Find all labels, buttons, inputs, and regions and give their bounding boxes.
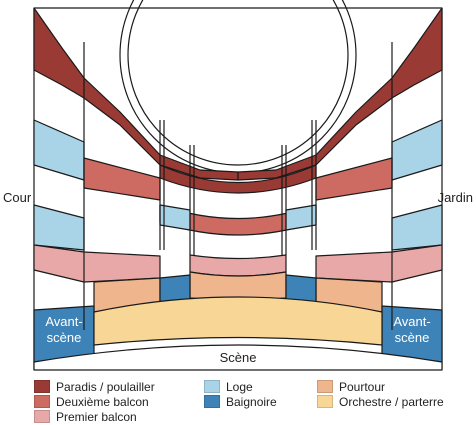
ceiling-dome-inner bbox=[127, 0, 349, 166]
premier-center bbox=[189, 254, 287, 277]
stage bbox=[33, 344, 443, 371]
avant-scene-right-line1: Avant- bbox=[393, 314, 430, 329]
avant-scene-left-line1: Avant- bbox=[45, 314, 82, 329]
orchestre bbox=[93, 296, 383, 346]
legend-label: Loge bbox=[226, 379, 253, 394]
legend-column-2: Loge Baignoire bbox=[204, 379, 277, 409]
legend-item: Orchestre / parterre bbox=[317, 394, 444, 409]
legend-column-3: Pourtour Orchestre / parterre bbox=[317, 379, 444, 409]
avant-scene-right-line2: scène bbox=[395, 330, 430, 345]
loge-upper-left bbox=[33, 119, 85, 181]
deuxieme-right bbox=[315, 157, 393, 201]
legend-item: Deuxième balcon bbox=[34, 394, 155, 409]
paradis-right bbox=[237, 7, 443, 181]
loge-mid-right bbox=[391, 204, 443, 251]
legend-label: Baignoire bbox=[226, 394, 277, 409]
legend-swatch bbox=[204, 395, 220, 408]
legend-label: Pourtour bbox=[339, 379, 386, 394]
ceiling-dome bbox=[119, 0, 357, 174]
legend-label: Orchestre / parterre bbox=[339, 394, 444, 409]
premier-right bbox=[315, 244, 443, 283]
deuxieme-left bbox=[83, 157, 161, 201]
legend-label: Paradis / poulailler bbox=[56, 379, 155, 394]
avant-scene-left-line2: scène bbox=[47, 330, 82, 345]
loge-upper-right bbox=[391, 119, 443, 181]
legend-item: Premier balcon bbox=[34, 409, 155, 424]
legend-label: Premier balcon bbox=[56, 409, 137, 424]
columns bbox=[83, 42, 393, 330]
cour-label: Cour bbox=[3, 190, 32, 205]
scene-label: Scène bbox=[220, 350, 257, 365]
legend-item: Baignoire bbox=[204, 394, 277, 409]
legend-swatch bbox=[317, 380, 333, 393]
legend-swatch bbox=[317, 395, 333, 408]
legend-swatch bbox=[204, 380, 220, 393]
pourtour-center bbox=[189, 271, 287, 301]
legend-item: Pourtour bbox=[317, 379, 444, 394]
legend-swatch bbox=[34, 395, 50, 408]
loge-mid-left bbox=[33, 204, 85, 251]
legend-column-1: Paradis / poulailler Deuxième balcon Pre… bbox=[34, 379, 155, 424]
jardin-label: Jardin bbox=[437, 190, 473, 205]
legend-item: Paradis / poulailler bbox=[34, 379, 155, 394]
legend-swatch bbox=[34, 410, 50, 423]
legend-swatch bbox=[34, 380, 50, 393]
premier-left bbox=[33, 244, 161, 283]
legend-item: Loge bbox=[204, 379, 277, 394]
legend-label: Deuxième balcon bbox=[56, 394, 149, 409]
